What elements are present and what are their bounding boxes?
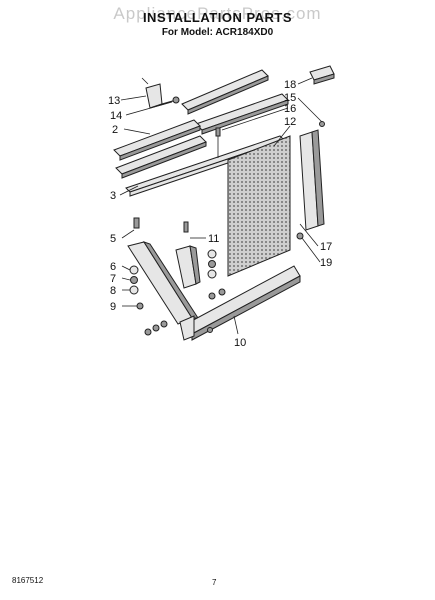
callout-11: 11 (208, 233, 219, 245)
callout-9: 9 (110, 301, 116, 313)
callout-12: 12 (284, 116, 296, 128)
document-number: 8167512 (12, 576, 44, 585)
callout-10: 10 (234, 337, 246, 349)
part-2-rail (113, 119, 201, 161)
callout-7: 7 (110, 273, 116, 285)
page-number: 7 (212, 578, 217, 587)
part-18-block (309, 65, 335, 85)
part-19-screw (296, 232, 304, 240)
page-title: INSTALLATION PARTS (142, 10, 293, 25)
callout-13: 13 (108, 95, 120, 107)
part-washers-left (129, 265, 144, 310)
part-14-screw (172, 96, 180, 104)
callout-2: 2 (112, 124, 118, 136)
callout-8: 8 (110, 285, 116, 297)
part-bottom-fasteners (144, 320, 213, 336)
part-11-bracket (175, 221, 201, 289)
callout-17: 17 (320, 241, 332, 253)
callout-19: 19 (320, 257, 332, 269)
callout-16: 16 (284, 103, 296, 115)
part-13-bracket (141, 77, 177, 109)
part-12-foam-panel (227, 135, 291, 277)
part-16-rail (195, 93, 289, 135)
part-screw-right (319, 121, 325, 127)
callout-5: 5 (110, 233, 116, 245)
part-upper-rail (181, 69, 269, 115)
callout-15: 15 (284, 92, 296, 104)
callout-18: 18 (284, 79, 296, 91)
part-10-bottom-channel (179, 265, 301, 341)
callout-6: 6 (110, 261, 116, 273)
model-subtitle: For Model: ACR184XD0 (161, 27, 274, 38)
callout-3: 3 (110, 190, 116, 202)
callout-14: 14 (110, 110, 122, 122)
part-15-screw (215, 127, 221, 158)
part-washers-center (207, 249, 226, 300)
part-lower-short-rail (115, 135, 207, 179)
watermark: AppliancePartsPros.com (113, 4, 322, 23)
part-5-screw (133, 217, 140, 229)
part-17-side-channel (299, 129, 325, 231)
